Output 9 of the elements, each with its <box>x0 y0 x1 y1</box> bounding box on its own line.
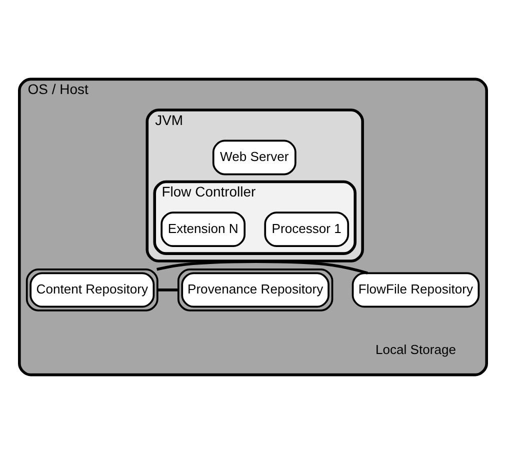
node-box: Content Repository <box>26 268 158 311</box>
connector <box>157 288 178 291</box>
node-box: Processor 1 <box>264 211 350 247</box>
node-box: Provenance Repository <box>177 268 334 311</box>
connector <box>156 260 368 274</box>
label: Local Storage <box>375 342 456 357</box>
node-box: FlowFile Repository <box>352 272 480 308</box>
node-box: Web Server <box>212 139 296 175</box>
node-box: Extension N <box>160 211 246 247</box>
